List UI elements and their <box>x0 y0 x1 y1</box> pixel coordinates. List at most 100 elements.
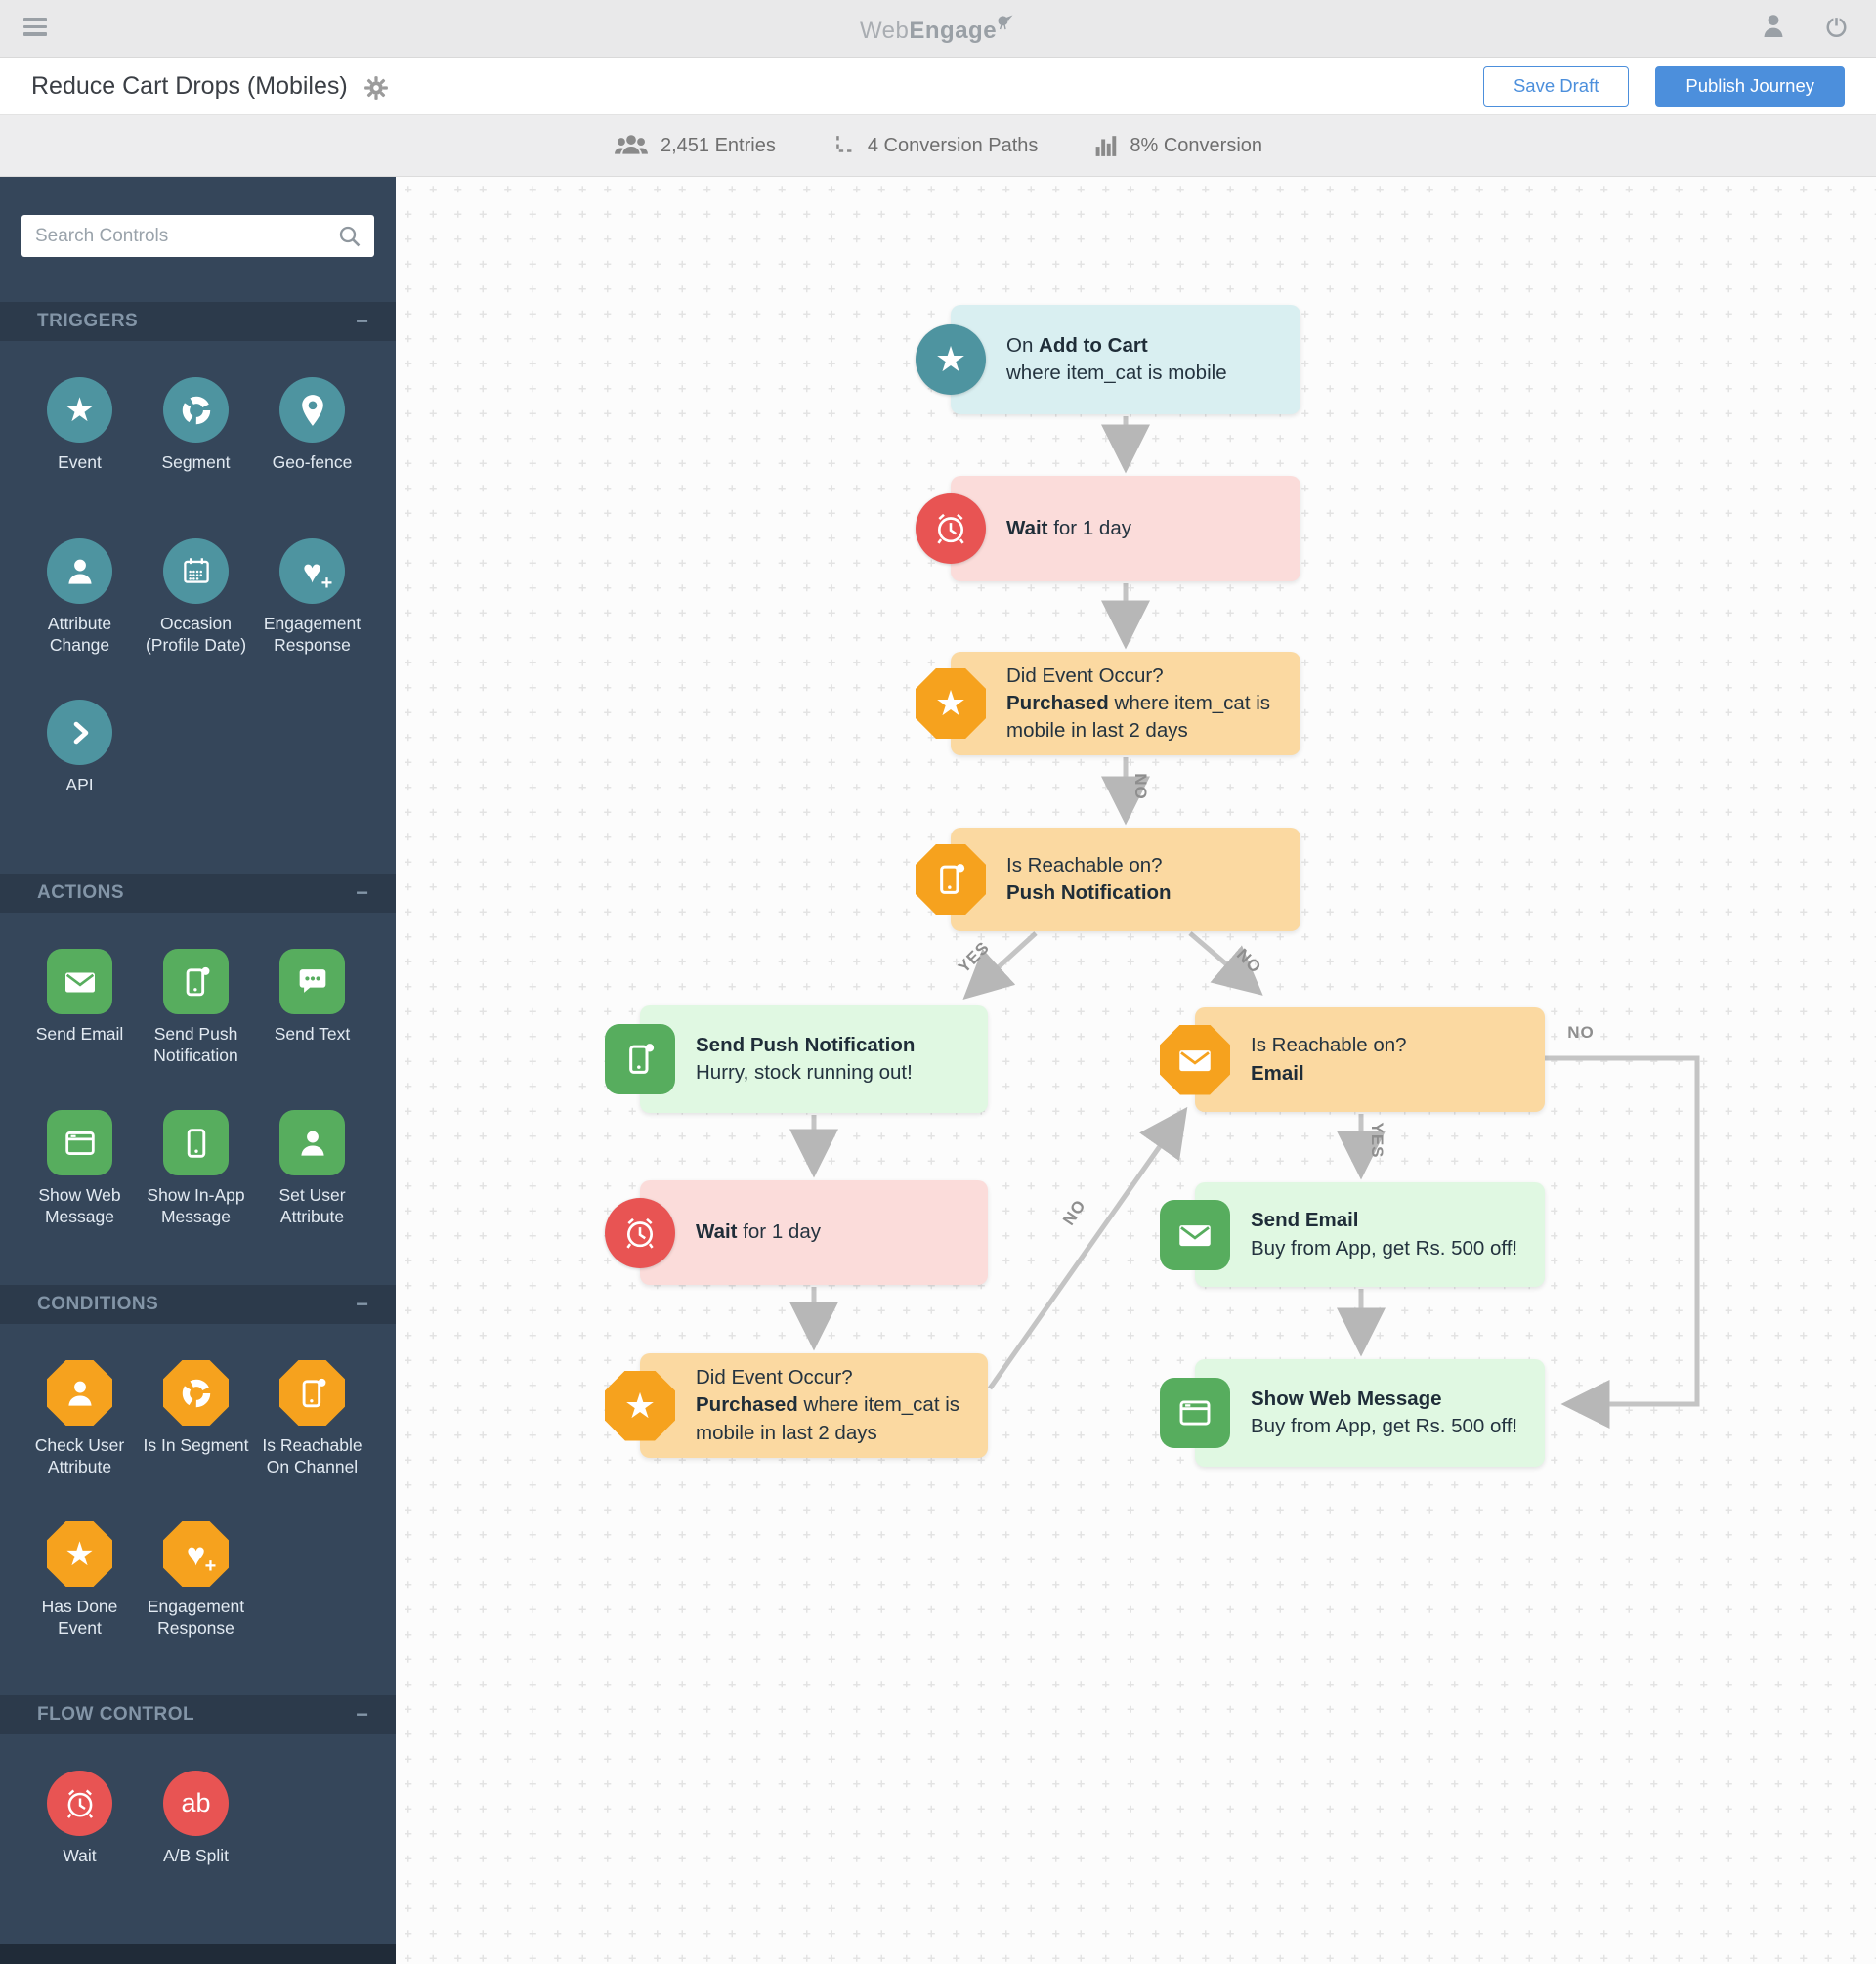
conversion-paths-stat: 4 Conversion Paths <box>832 134 1038 157</box>
sidebar-item-engagement-response-condition[interactable]: ♥+ Engagement Response <box>138 1521 254 1683</box>
segment-donut-icon <box>163 1360 229 1426</box>
flow-connectors <box>789 416 1700 1429</box>
person-icon <box>47 1360 112 1426</box>
heart-plus-icon: ♥+ <box>163 1521 229 1587</box>
sidebar-item-wait[interactable]: Wait <box>21 1771 138 1932</box>
star-icon: ★ <box>916 324 986 395</box>
hamburger-menu-icon[interactable] <box>23 18 49 40</box>
page-title: Reduce Cart Drops (Mobiles) <box>31 71 348 100</box>
people-icon <box>615 135 648 154</box>
triggers-items: ★ Event Segment Geo-fence Attribute Cha <box>0 341 396 861</box>
conditions-items: Check User Attribute Is In Segment Is Re… <box>0 1324 396 1683</box>
segment-donut-icon <box>163 377 229 443</box>
flow-node-did-event-occur-2[interactable]: ★ Did Event Occur?Purchased where item_c… <box>605 1353 988 1458</box>
sidebar-item-attribute-change[interactable]: Attribute Change <box>21 538 138 700</box>
person-icon <box>279 1110 345 1175</box>
save-draft-button[interactable]: Save Draft <box>1482 65 1630 107</box>
collapse-icon[interactable]: − <box>356 1292 368 1316</box>
section-header-triggers[interactable]: TRIGGERS − <box>0 302 396 341</box>
star-icon: ★ <box>47 377 112 443</box>
alarm-clock-icon <box>47 1771 112 1836</box>
person-icon <box>47 538 112 604</box>
sidebar-item-send-email[interactable]: Send Email <box>21 949 138 1110</box>
controls-sidebar: TRIGGERS − ★ Event Segment Geo-fence <box>0 177 396 1964</box>
sidebar-item-send-text[interactable]: Send Text <box>254 949 370 1110</box>
search-controls <box>21 215 374 257</box>
star-icon: ★ <box>47 1521 112 1587</box>
flow-node-is-reachable-email[interactable]: Is Reachable on?Email <box>1160 1007 1545 1112</box>
collapse-icon[interactable]: − <box>356 309 368 333</box>
sidebar-item-has-done-event[interactable]: ★ Has Done Event <box>21 1521 138 1683</box>
section-header-conditions[interactable]: CONDITIONS − <box>0 1285 396 1324</box>
bar-chart-icon <box>1096 136 1117 156</box>
star-icon: ★ <box>916 668 986 739</box>
title-bar: Reduce Cart Drops (Mobiles) Save Draft P… <box>0 58 1876 115</box>
search-icon[interactable] <box>337 224 362 249</box>
sidebar-item-occasion[interactable]: Occasion (Profile Date) <box>138 538 254 700</box>
sidebar-item-check-user-attribute[interactable]: Check User Attribute <box>21 1360 138 1521</box>
collapse-icon[interactable]: − <box>356 1702 368 1727</box>
sidebar-item-event[interactable]: ★ Event <box>21 377 138 538</box>
entries-stat: 2,451 Entries <box>614 134 776 157</box>
section-header-flow-control[interactable]: FLOW CONTROL − <box>0 1695 396 1734</box>
chevron-right-icon <box>47 700 112 765</box>
calendar-icon <box>163 538 229 604</box>
actions-items: Send Email Send Push Notification Send T… <box>0 913 396 1271</box>
paths-icon <box>836 136 853 152</box>
sidebar-footer <box>0 1944 396 1964</box>
heart-plus-icon: ♥+ <box>279 538 345 604</box>
sidebar-item-geo-fence[interactable]: Geo-fence <box>254 377 370 538</box>
edge-label-no: NO <box>1567 1023 1595 1042</box>
alarm-clock-icon <box>916 493 986 564</box>
alarm-clock-icon <box>605 1197 675 1268</box>
flow-control-items: Wait ab A/B Split <box>0 1734 396 1932</box>
envelope-icon <box>47 949 112 1014</box>
browser-icon <box>47 1110 112 1175</box>
phone-notification-icon <box>163 949 229 1014</box>
account-person-icon[interactable] <box>1762 14 1785 39</box>
chat-bubble-icon <box>279 949 345 1014</box>
phone-notification-icon <box>279 1360 345 1426</box>
conversion-rate-stat: 8% Conversion <box>1094 134 1262 157</box>
phone-icon <box>163 1110 229 1175</box>
sidebar-item-is-reachable-on-channel[interactable]: Is Reachable On Channel <box>254 1360 370 1521</box>
sidebar-item-set-user-attribute[interactable]: Set User Attribute <box>254 1110 370 1271</box>
flow-node-did-event-occur-1[interactable]: ★ Did Event Occur?Purchased where item_c… <box>916 652 1300 755</box>
edge-label-no: NO <box>1131 773 1150 800</box>
phone-notification-icon <box>605 1024 675 1094</box>
browser-icon <box>1160 1378 1230 1448</box>
sidebar-item-api[interactable]: API <box>21 700 138 861</box>
webengage-bird-icon <box>998 15 1013 30</box>
power-icon[interactable] <box>1824 14 1849 39</box>
flow-node-is-reachable-push[interactable]: Is Reachable on?Push Notification <box>916 828 1300 931</box>
collapse-icon[interactable]: − <box>356 880 368 905</box>
sidebar-item-send-push-notification[interactable]: Send Push Notification <box>138 949 254 1110</box>
search-input[interactable] <box>21 215 374 257</box>
flow-node-wait-1[interactable]: Wait for 1 day <box>916 476 1300 581</box>
ab-split-icon: ab <box>163 1771 229 1836</box>
section-header-actions[interactable]: ACTIONS − <box>0 874 396 913</box>
sidebar-item-segment[interactable]: Segment <box>138 377 254 538</box>
sidebar-item-engagement-response[interactable]: ♥+ Engagement Response <box>254 538 370 700</box>
envelope-icon <box>1160 1024 1230 1095</box>
edge-label-yes: YES <box>1368 1122 1386 1159</box>
sidebar-item-is-in-segment[interactable]: Is In Segment <box>138 1360 254 1521</box>
flow-node-wait-2[interactable]: Wait for 1 day <box>605 1180 988 1285</box>
top-bar: WebEngage <box>0 0 1876 58</box>
gear-icon[interactable] <box>363 75 389 101</box>
webengage-logo: WebEngage <box>0 13 1876 45</box>
publish-journey-button[interactable]: Publish Journey <box>1655 65 1845 107</box>
sidebar-item-show-web-message[interactable]: Show Web Message <box>21 1110 138 1271</box>
envelope-icon <box>1160 1199 1230 1270</box>
map-pin-icon <box>279 377 345 443</box>
sidebar-item-show-in-app-message[interactable]: Show In-App Message <box>138 1110 254 1271</box>
phone-notification-icon <box>916 844 986 915</box>
sidebar-item-ab-split[interactable]: ab A/B Split <box>138 1771 254 1932</box>
star-icon: ★ <box>605 1370 675 1441</box>
